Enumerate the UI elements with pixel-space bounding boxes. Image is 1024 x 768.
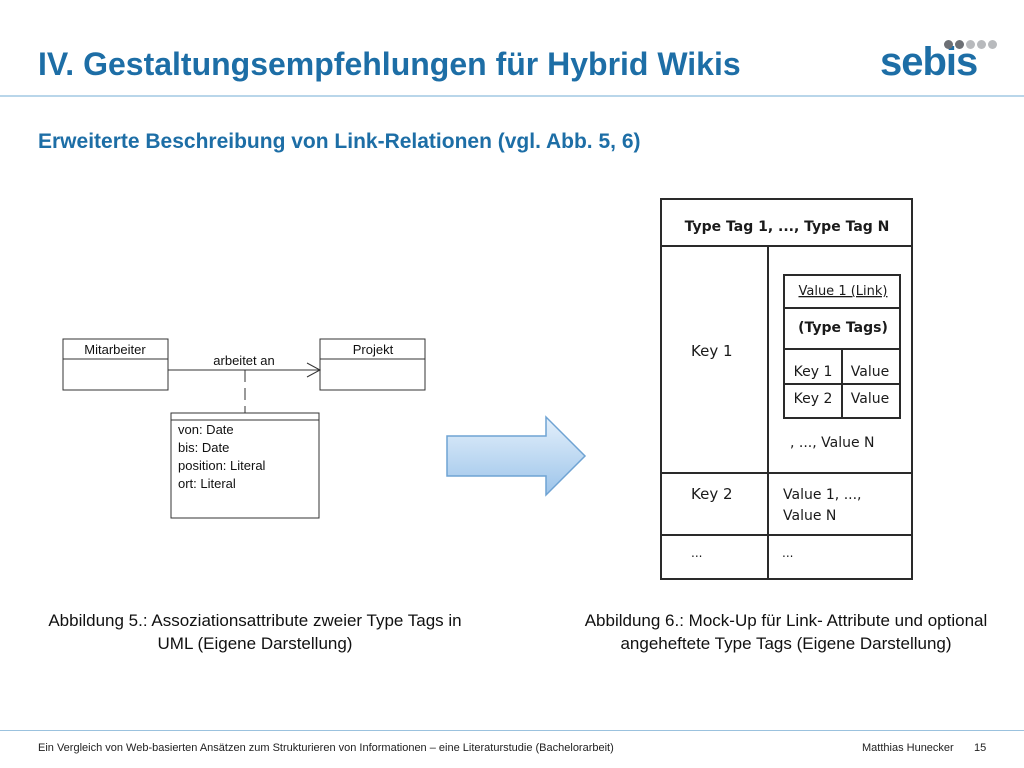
mockup-inner-value: Value bbox=[851, 364, 889, 380]
mockup-type-tags: (Type Tags) bbox=[798, 320, 888, 336]
uml-attribute: ort: Literal bbox=[178, 476, 236, 491]
page-number: 15 bbox=[974, 742, 987, 754]
uml-attribute: von: Date bbox=[178, 422, 234, 437]
header-divider bbox=[0, 95, 1024, 97]
footer-author: Matthias Hunecker bbox=[862, 742, 954, 754]
uml-association: arbeitet an bbox=[168, 353, 322, 378]
slide-title: IV. Gestaltungsempfehlungen für Hybrid W… bbox=[38, 46, 741, 82]
slide-subtitle: Erweiterte Beschreibung von Link-Relatio… bbox=[38, 130, 641, 153]
uml-class-mitarbeiter-label: Mitarbeiter bbox=[84, 342, 146, 357]
mockup-key2-value: Value 1, ..., bbox=[783, 487, 862, 503]
mockup-key2: Key 2 bbox=[691, 485, 733, 503]
right-arrow-icon bbox=[446, 415, 587, 497]
mockup-value-link[interactable]: Value 1 (Link) bbox=[798, 284, 887, 299]
uml-attribute: position: Literal bbox=[178, 458, 266, 473]
logo-dots-icon bbox=[944, 40, 997, 49]
uml-attribute: bis: Date bbox=[178, 440, 229, 455]
mockup-inner-key: Key 2 bbox=[794, 391, 833, 407]
uml-association-label: arbeitet an bbox=[213, 353, 274, 368]
mockup-key1: Key 1 bbox=[691, 342, 733, 360]
mockup-value-n: , ..., Value N bbox=[790, 435, 875, 451]
mockup-header: Type Tag 1, ..., Type Tag N bbox=[685, 219, 890, 235]
uml-class-mitarbeiter: Mitarbeiter bbox=[62, 338, 169, 391]
footer-text: Ein Vergleich von Web-basierten Ansätzen… bbox=[38, 742, 614, 754]
uml-association-class: von: Date bis: Date position: Literal or… bbox=[170, 412, 320, 519]
mockup-inner-value: Value bbox=[851, 391, 889, 407]
figure-6-caption: Abbildung 6.: Mock-Up für Link- Attribut… bbox=[584, 611, 988, 653]
mockup-ellipsis: ... bbox=[691, 546, 702, 560]
uml-class-projekt: Projekt bbox=[319, 338, 426, 391]
mockup-key2-value: Value N bbox=[783, 508, 836, 524]
uml-class-projekt-label: Projekt bbox=[353, 342, 394, 357]
footer-divider bbox=[0, 730, 1024, 731]
figure-5-caption: Abbildung 5.: Assoziationsattribute zwei… bbox=[48, 611, 462, 653]
sebis-logo: sebis bbox=[880, 40, 1000, 84]
mockup-inner-key: Key 1 bbox=[794, 364, 833, 380]
mockup-ellipsis: ... bbox=[782, 546, 793, 560]
